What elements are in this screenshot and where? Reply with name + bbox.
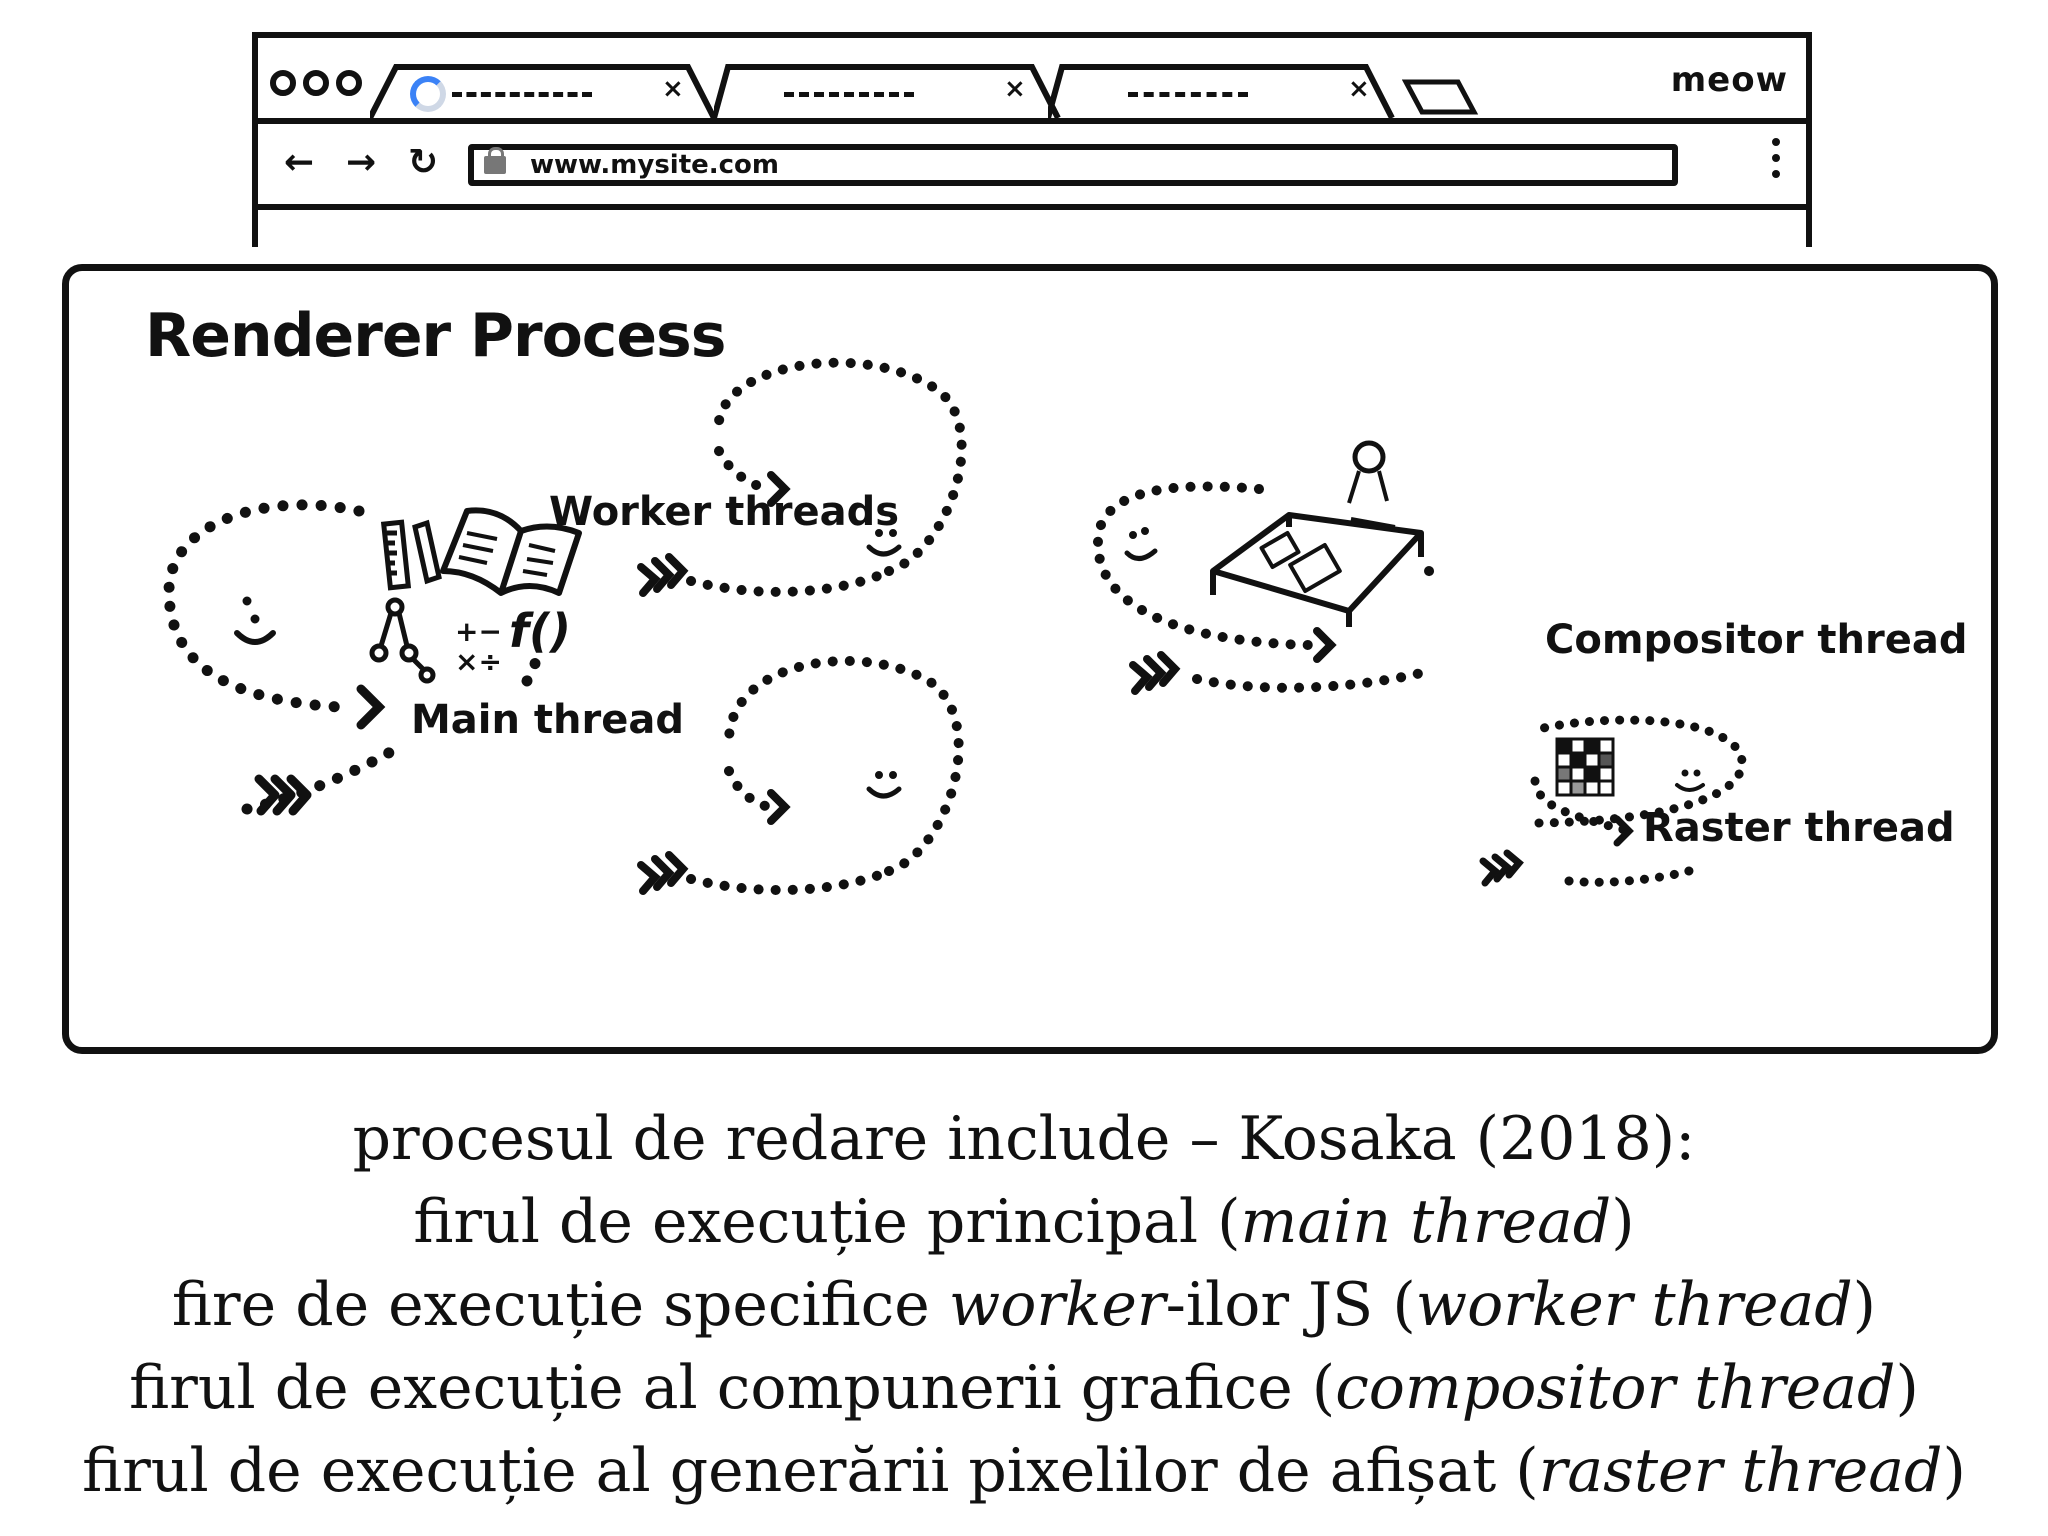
face-icon (866, 771, 902, 799)
menu-dot (1772, 170, 1780, 178)
tab-3[interactable]: × (1048, 64, 1408, 118)
lock-icon (484, 147, 506, 174)
book-icon (440, 507, 582, 596)
caption-line-1: procesul de redare include – Kosaka (201… (352, 1104, 1696, 1174)
window-control-dot[interactable] (303, 70, 329, 96)
caption-line-3: fire de execuție specifice worker-ilor J… (171, 1270, 1877, 1340)
tab-title-placeholder (452, 92, 592, 103)
renderer-process-title: Renderer Process (145, 301, 726, 371)
caption-line-5: firul de execuție al generării pixelilor… (82, 1436, 1966, 1506)
worker-threads-label: Worker threads (549, 489, 899, 535)
window-controls[interactable] (270, 70, 362, 96)
main-thread-loop: +− ×÷ f() Main thread (163, 499, 684, 816)
arrow-icon (767, 789, 791, 825)
chevrons-icon (637, 851, 689, 895)
chevrons-icon (1129, 651, 1181, 695)
tab-close-icon[interactable]: × (1348, 74, 1370, 104)
math-symbols-2: ×÷ (455, 645, 502, 678)
renderer-process-panel: Renderer Process (62, 264, 1998, 1054)
chevrons-icon (254, 774, 312, 816)
tab-title-placeholder (784, 92, 914, 103)
menu-dot (1772, 154, 1780, 162)
tab-outline (370, 64, 717, 118)
face-icon (1675, 769, 1705, 792)
caption-line-2: firul de execuție principal (main thread… (413, 1187, 1635, 1257)
tab-close-icon[interactable]: × (662, 74, 684, 104)
loading-spinner-icon (410, 76, 446, 112)
tab-strip: × × × meow (258, 38, 1806, 124)
compositor-thread-loop: Compositor thread (1092, 440, 1967, 695)
browser-toolbar: ← → ↻ www.mysite.com (258, 124, 1806, 210)
tab-2[interactable]: × (714, 64, 1074, 118)
address-bar[interactable]: www.mysite.com (468, 144, 1678, 186)
tab-close-icon[interactable]: × (1004, 74, 1026, 104)
kebab-menu-icon[interactable] (1772, 138, 1780, 178)
chevrons-icon (637, 553, 689, 597)
threads-diagram: +− ×÷ f() Main thread Worker threads (163, 357, 1967, 896)
face-icon (866, 529, 902, 557)
face-icon (1124, 527, 1158, 561)
arrow-icon (767, 471, 791, 507)
face-icon (234, 596, 276, 645)
function-symbol: f() (509, 604, 571, 658)
browser-brand: meow (1670, 60, 1788, 100)
arrow-icon (1313, 627, 1337, 663)
window-control-dot[interactable] (336, 70, 362, 96)
chevrons-icon (1479, 849, 1524, 887)
arrow-icon (1613, 815, 1634, 847)
tab-outline (714, 64, 1061, 118)
menu-dot (1772, 138, 1780, 146)
tab-title-placeholder (1128, 92, 1248, 103)
pixel-grid-icon (1555, 737, 1615, 797)
back-arrow-icon[interactable]: ← (284, 142, 315, 183)
ruler-pencil-icon (380, 519, 442, 591)
raster-thread-loop: Raster thread (1479, 715, 1955, 887)
raster-thread-label: Raster thread (1643, 805, 1955, 851)
tree-icon (369, 597, 436, 684)
new-tab-button[interactable] (1402, 78, 1482, 118)
window-control-dot[interactable] (270, 70, 296, 96)
caption-line-4: firul de execuție al compunerii grafice … (129, 1353, 1919, 1423)
compositor-thread-label: Compositor thread (1545, 617, 1967, 663)
worker-threads-loops: Worker threads (549, 357, 967, 896)
main-thread-label: Main thread (411, 697, 684, 743)
address-text[interactable]: www.mysite.com (530, 150, 780, 180)
tab-1[interactable]: × (370, 64, 730, 118)
forward-arrow-icon[interactable]: → (346, 142, 377, 183)
math-symbols: +− (455, 615, 502, 648)
reload-icon[interactable]: ↻ (408, 142, 439, 183)
tab-outline (1048, 64, 1395, 118)
caption: procesul de redare include – Kosaka (201… (0, 1098, 2048, 1513)
desk-icon (1210, 440, 1424, 627)
arrow-icon (356, 684, 386, 730)
browser-window: × × × meow ← → ↻ www.mysite.co (252, 32, 1812, 247)
